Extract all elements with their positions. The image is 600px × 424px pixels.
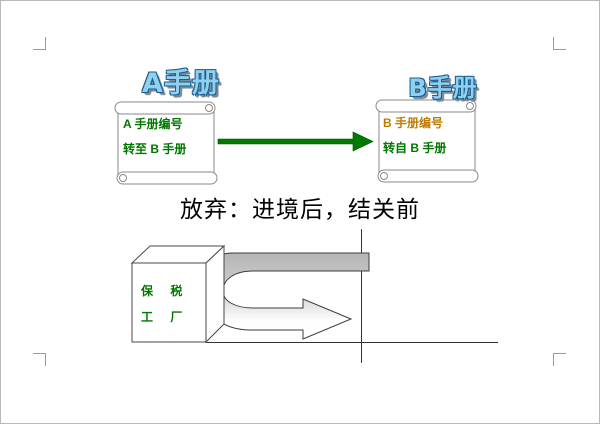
scroll-a-text: A 手册编号 转至 B 手册 xyxy=(123,112,186,162)
section-heading: 放弃：进境后，结关前 xyxy=(180,197,420,222)
wordart-title-b: B手册 xyxy=(408,74,478,102)
factory-box-line2: 工 厂 xyxy=(141,310,190,324)
crop-mark-bottom-left xyxy=(33,353,46,366)
scroll-b-line1: B 手册编号 xyxy=(383,116,444,130)
scroll-b-text: B 手册编号 转自 B 手册 xyxy=(383,111,446,161)
transfer-arrow xyxy=(217,131,374,152)
factory-box-front-face xyxy=(131,262,207,343)
factory-box-line1: 保 税 xyxy=(141,284,190,298)
scroll-b-line2: 转自 B 手册 xyxy=(383,141,447,155)
scroll-a-line1: A 手册编号 xyxy=(123,117,183,131)
factory-box-right-face xyxy=(205,244,225,344)
u-turn-arrow xyxy=(202,252,370,340)
crop-mark-bottom-right xyxy=(553,353,566,366)
wordart-title-a: A手册 xyxy=(142,68,220,99)
factory-box-text: 保 税 工 厂 xyxy=(141,278,189,330)
crop-mark-top-right xyxy=(553,37,566,50)
crop-mark-top-left xyxy=(33,37,46,50)
scroll-a-line2: 转至 B 手册 xyxy=(123,142,187,156)
